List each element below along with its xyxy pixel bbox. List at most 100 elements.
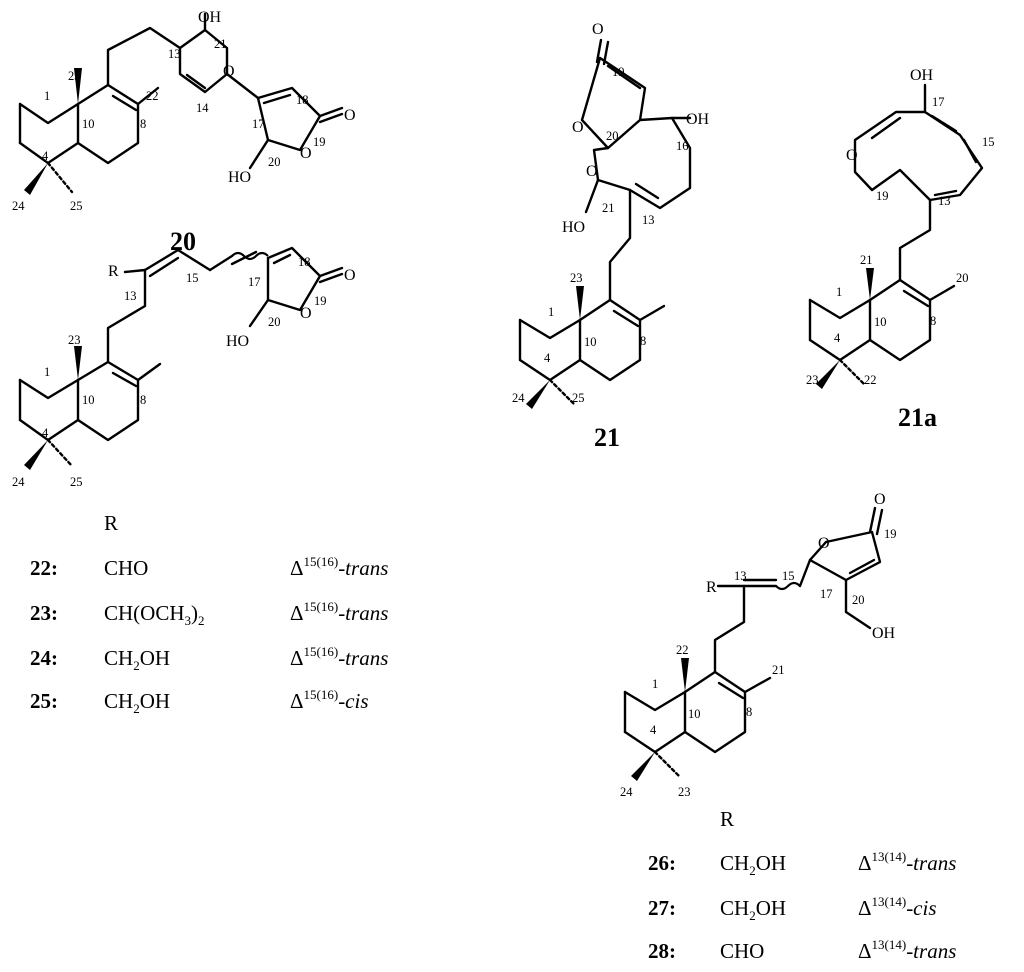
c21a-locant-8: 8 xyxy=(930,314,936,328)
table-a-row: 25: CH2OH Δ15(16)-cis xyxy=(30,687,369,716)
c26-locant-1: 1 xyxy=(652,677,658,691)
c21-locant-24: 24 xyxy=(512,391,525,405)
c21-locant-1: 1 xyxy=(548,305,554,319)
c22-r-label: R xyxy=(108,263,119,280)
table-b-r: CH2OH xyxy=(720,851,786,878)
table-b-row: 27: CH2OH Δ13(14)-cis xyxy=(648,894,937,923)
c26-oh-label: OH xyxy=(872,625,896,642)
c21-locant-23: 23 xyxy=(570,271,583,285)
c22-locant-25: 25 xyxy=(70,475,83,489)
c20-ho-label: HO xyxy=(228,169,251,186)
c22-locant-19: 19 xyxy=(314,294,327,308)
c26-locant-4: 4 xyxy=(650,723,657,737)
c20-locant-10: 10 xyxy=(82,117,95,131)
table-b-header: R xyxy=(720,807,734,831)
c26-carbonyl-o-label: O xyxy=(874,491,886,508)
table-a-row: 22: CHO Δ15(16)-trans xyxy=(30,554,388,580)
table-b-r: CH2OH xyxy=(720,896,786,923)
table-a-r: CH2OH xyxy=(104,646,170,673)
table-b-row: 28: CHO Δ13(14)-trans xyxy=(648,937,956,963)
c20-locant-23: 23 xyxy=(68,69,81,83)
table-b-r: CHO xyxy=(720,939,764,963)
c21-locant-4: 4 xyxy=(544,351,551,365)
c20-locant-17: 17 xyxy=(252,117,265,131)
c20-locant-1: 1 xyxy=(44,89,50,103)
compound-21-label: 21 xyxy=(594,423,620,452)
table-b-delta: Δ13(14)-trans xyxy=(858,937,956,963)
c21-locant-13: 13 xyxy=(642,213,655,227)
table-a-id: 25: xyxy=(30,689,58,713)
c20-carbonyl-o-label: O xyxy=(344,107,356,124)
c21-locant-8: 8 xyxy=(640,334,646,348)
compound-26-28-structure xyxy=(623,506,884,781)
c22-locant-13: 13 xyxy=(124,289,137,303)
c21-ho-label: HO xyxy=(562,219,585,236)
c20-locant-20: 20 xyxy=(268,155,281,169)
c26-r-label: R xyxy=(706,579,717,596)
compound-21-structure xyxy=(518,38,692,409)
c22-locant-10: 10 xyxy=(82,393,95,407)
table-b-id: 26: xyxy=(648,851,676,875)
table-b-id: 28: xyxy=(648,939,676,963)
c26-locant-15: 15 xyxy=(782,569,795,583)
c20-locant-25: 25 xyxy=(70,199,83,213)
c21a-locant-15: 15 xyxy=(982,135,995,149)
c22-carbonyl-o-label: O xyxy=(344,267,356,284)
c21-oh-label: OH xyxy=(686,111,710,128)
table-b-delta: Δ13(14)-trans xyxy=(858,849,956,875)
c22-locant-23: 23 xyxy=(68,333,81,347)
compound-20-structure xyxy=(18,12,344,195)
c22-locant-15: 15 xyxy=(186,271,199,285)
c26-locant-20: 20 xyxy=(852,593,865,607)
c21a-locant-4: 4 xyxy=(834,331,841,345)
table-a-id: 24: xyxy=(30,646,58,670)
c20-locant-14: 14 xyxy=(196,101,209,115)
c21a-oh-label: OH xyxy=(910,67,934,84)
c26-locant-24: 24 xyxy=(620,785,633,799)
c22-locant-17: 17 xyxy=(248,275,261,289)
compound-22-25-structure xyxy=(18,246,344,470)
c20-locant-24: 24 xyxy=(12,199,25,213)
c20-lactone-o-label: O xyxy=(300,145,312,162)
c26-locant-17: 17 xyxy=(820,587,833,601)
c22-locant-4: 4 xyxy=(42,426,49,440)
c21a-locant-10: 10 xyxy=(874,315,887,329)
table-b-id: 27: xyxy=(648,896,676,920)
substituent-table-22-25: R 22: CHO Δ15(16)-trans 23: CH(OCH3)2 Δ1… xyxy=(30,511,388,716)
c22-locant-1: 1 xyxy=(44,365,50,379)
c22-locant-20: 20 xyxy=(268,315,281,329)
c26-locant-23: 23 xyxy=(678,785,691,799)
table-a-row: 24: CH2OH Δ15(16)-trans xyxy=(30,644,388,673)
c20-locant-21: 21 xyxy=(214,37,227,51)
substituent-table-26-28: R 26: CH2OH Δ13(14)-trans 27: CH2OH Δ13(… xyxy=(648,807,956,963)
table-a-delta: Δ15(16)-trans xyxy=(290,599,388,625)
table-a-r: CH2OH xyxy=(104,689,170,716)
c20-locant-19: 19 xyxy=(313,135,326,149)
c21a-locant-22: 22 xyxy=(864,373,877,387)
c21a-ring-o-label: O xyxy=(846,147,858,164)
c20-locant-4: 4 xyxy=(42,149,49,163)
table-a-r: CHO xyxy=(104,556,148,580)
table-a-id: 23: xyxy=(30,601,58,625)
c21a-locant-21: 21 xyxy=(860,253,873,267)
c20-locant-13: 13 xyxy=(168,47,181,61)
c22-locant-24: 24 xyxy=(12,475,25,489)
table-b-delta: Δ13(14)-cis xyxy=(858,894,937,920)
c26-locant-19: 19 xyxy=(884,527,897,541)
c21a-locant-19: 19 xyxy=(876,189,889,203)
table-a-delta: Δ15(16)-trans xyxy=(290,554,388,580)
c26-locant-22: 22 xyxy=(676,643,689,657)
c20-locant-8: 8 xyxy=(140,117,146,131)
c20-locant-18: 18 xyxy=(296,93,309,107)
c21a-locant-23: 23 xyxy=(806,373,819,387)
table-a-id: 22: xyxy=(30,556,58,580)
table-b-row: 26: CH2OH Δ13(14)-trans xyxy=(648,849,956,878)
c26-locant-10: 10 xyxy=(688,707,701,721)
c21-carbonyl-o-label: O xyxy=(592,21,604,38)
c26-locant-8: 8 xyxy=(746,705,752,719)
c26-lactone-o-label: O xyxy=(818,535,830,552)
c21-locant-16: 16 xyxy=(676,139,689,153)
c20-oh-label: OH xyxy=(198,9,222,26)
